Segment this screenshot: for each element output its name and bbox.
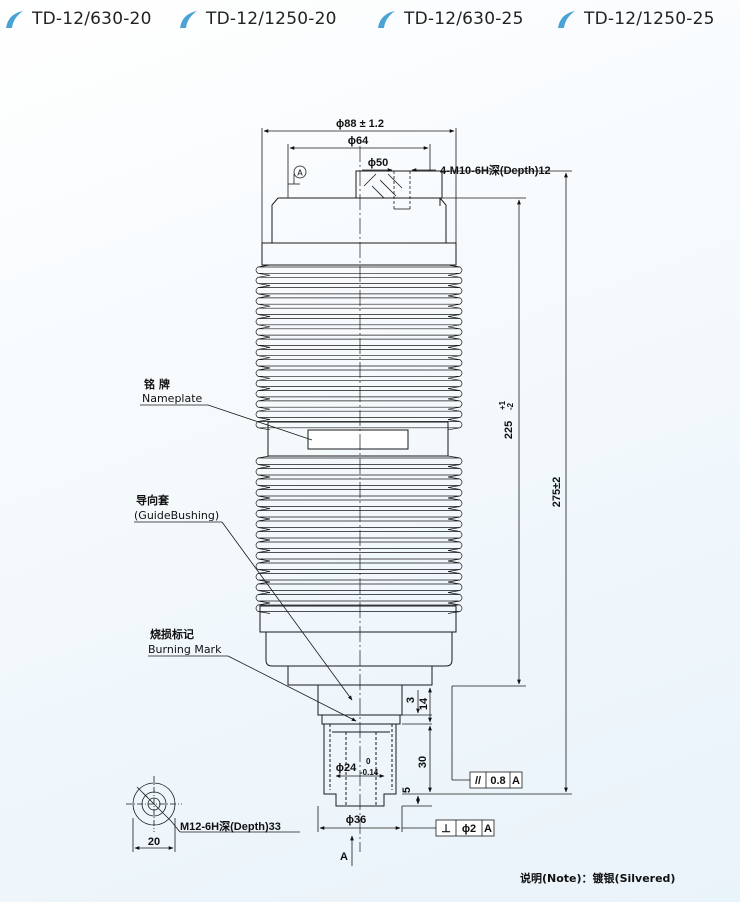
tol-datum-parallel: A [512, 775, 520, 787]
burning-mark-label-cn: 烧损标记 [150, 627, 194, 641]
dim-thread-bottom: M12-6H深(Depth)33 [180, 819, 281, 833]
burning-mark-label-en: Burning Mark [148, 643, 222, 656]
dim-20: 20 [148, 836, 160, 848]
tab-label: TD-12/630-20 [32, 9, 152, 29]
dim-225: 225 [503, 421, 515, 439]
corrugation-rib [255, 539, 463, 551]
corrugation-rib [255, 550, 463, 562]
corrugation-rib [255, 497, 463, 509]
parallelism-frame: // 0.8 A [451, 686, 523, 789]
tab-marker-icon [180, 11, 197, 28]
tol-value-parallel: 0.8 [490, 775, 505, 787]
corrugation-rib [255, 377, 463, 389]
corrugation-rib [255, 419, 463, 431]
top-dimensions [261, 128, 457, 243]
dim-225-tol-lower: -2 [506, 402, 515, 410]
corrugation-rib [255, 592, 463, 604]
corrugation-rib [255, 560, 463, 572]
nameplate-area [307, 429, 409, 450]
tab-marker-icon [6, 11, 23, 28]
tol-value-perp: ϕ2 [462, 823, 476, 835]
corrugation-rib [255, 305, 463, 317]
dim-phi50: ϕ50 [368, 157, 388, 169]
dim-14: 14 [418, 697, 430, 710]
corrugation-rib [255, 326, 463, 338]
perpendicularity-frame: ⊥ ϕ2 A [435, 819, 495, 837]
height-dimensions [402, 170, 572, 807]
tab-label: TD-12/1250-25 [584, 9, 715, 29]
tol-datum-perp: A [484, 823, 492, 835]
model-tabs: TD-12/630-20 TD-12/1250-20 TD-12/630-25 … [0, 8, 740, 38]
corrugation-rib [255, 487, 463, 499]
footer-note: 说明(Note)：镀银(Silvered) [520, 871, 675, 885]
tab-marker-icon [558, 11, 575, 28]
corrugation-rib [255, 285, 463, 297]
lower-corrugations [255, 455, 463, 614]
corrugation-rib [255, 408, 463, 420]
datum-a-arrow-label: A [340, 851, 348, 863]
corrugation-rib [255, 571, 463, 583]
datum-a-letter: A [297, 169, 303, 178]
dim-3: 3 [405, 697, 417, 703]
corrugation-rib [255, 508, 463, 520]
tab-label: TD-12/630-25 [404, 9, 524, 29]
upper-corrugations [255, 264, 463, 431]
corrugation-rib [255, 455, 463, 467]
dim-5: 5 [401, 787, 413, 793]
dim-30: 30 [417, 756, 429, 768]
leader-lines [134, 404, 357, 722]
tab-marker-icon [378, 11, 395, 28]
bottom-dimensions [317, 774, 436, 866]
dim-phi24-tol-lower: -0.14 [360, 768, 379, 777]
dim-phi64: ϕ64 [348, 135, 369, 147]
corrugation-rib [255, 398, 463, 410]
corrugation-rib [255, 581, 463, 593]
guide-bushing-label-cn: 导向套 [136, 493, 170, 507]
dim-phi36: ϕ36 [346, 814, 366, 826]
tab-td-12-630-25[interactable]: TD-12/630-25 [376, 8, 524, 30]
corrugation-rib [255, 388, 463, 400]
tab-td-12-1250-20[interactable]: TD-12/1250-20 [178, 8, 337, 30]
nameplate-label-cn: 铭 牌 [144, 377, 170, 391]
corrugation-rib [255, 476, 463, 488]
corrugation-rib [255, 602, 463, 614]
guide-bushing-label-en: (GuideBushing) [134, 509, 219, 522]
dim-thread-top: 4-M10-6H深(Depth)12 [440, 163, 551, 177]
corrugation-rib [255, 347, 463, 359]
corrugation-rib [255, 336, 463, 348]
datum-a-circle [293, 165, 307, 179]
tol-symbol-perp: ⊥ [441, 823, 451, 835]
corrugation-rib [255, 529, 463, 541]
dim-phi88: ϕ88 ± 1.2 [336, 118, 384, 130]
corrugation-rib [255, 295, 463, 307]
tab-td-12-1250-25[interactable]: TD-12/1250-25 [556, 8, 715, 30]
corrugation-rib [255, 367, 463, 379]
corrugation-rib [255, 274, 463, 286]
corrugation-rib [255, 518, 463, 530]
tab-label: TD-12/1250-20 [206, 9, 337, 29]
corrugation-rib [255, 316, 463, 328]
dim-225-tol-upper: +1 [498, 400, 507, 410]
bottom-view [126, 776, 300, 852]
corrugation-rib [255, 357, 463, 369]
tol-symbol-parallel: // [475, 775, 481, 787]
tab-td-12-630-20[interactable]: TD-12/630-20 [4, 8, 152, 30]
dim-phi24-tol-upper: 0 [366, 757, 371, 766]
top-boss-hatch [363, 171, 411, 210]
corrugation-rib [255, 264, 463, 276]
nameplate-label-en: Nameplate [142, 392, 203, 405]
dim-phi24: ϕ24 [336, 762, 357, 774]
dim-275: 275±2 [551, 477, 563, 508]
corrugation-rib [255, 466, 463, 478]
